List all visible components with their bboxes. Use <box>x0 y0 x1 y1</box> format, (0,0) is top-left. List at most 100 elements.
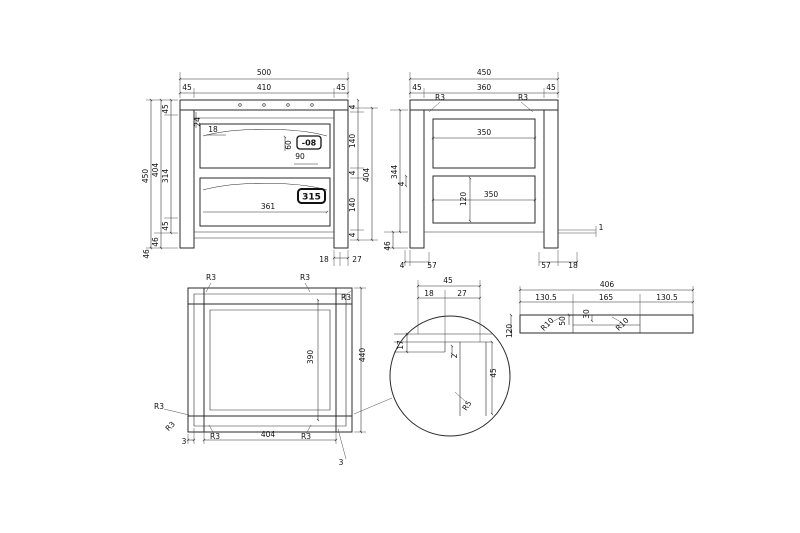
dimension-label: 57 <box>541 261 551 270</box>
dimension-label: 46 <box>142 249 151 259</box>
dimension-label: 130.5 <box>535 293 557 302</box>
top-inner-rect <box>193 293 347 427</box>
dimension-label: 350 <box>484 190 499 199</box>
dimension-label: 4 <box>348 170 357 175</box>
dimension-label: 165 <box>599 293 614 302</box>
front-drawer-top <box>199 123 331 169</box>
dimension-label: 17 <box>396 340 405 350</box>
dimension-label: 1 <box>599 223 604 232</box>
dimension-label: 46 <box>151 237 160 247</box>
dimension-label: R3 <box>300 273 310 282</box>
dimension-label: R3 <box>341 293 351 302</box>
dimension-label: 4 <box>348 104 357 109</box>
dimension-label: 45 <box>412 83 422 92</box>
dimension-label: 90 <box>295 152 305 161</box>
part-number-badge-text: 315 <box>302 193 321 203</box>
dimension-label: 3 <box>182 437 187 446</box>
profile-detail-view <box>509 286 693 335</box>
dimension-label: 30 <box>582 309 591 319</box>
hardware-badge: -08 <box>296 135 322 150</box>
dimension-label: 140 <box>348 198 357 213</box>
hardware-badge-box <box>296 135 322 150</box>
dimension-label: R10 <box>539 316 556 333</box>
detail-section-profile <box>394 333 492 416</box>
dimension-label: 45 <box>443 276 453 285</box>
dimension-label: 344 <box>390 165 399 180</box>
front-view <box>146 72 378 266</box>
dimension-label: 18 <box>208 125 218 134</box>
dimension-label: 4 <box>397 181 406 186</box>
dimension-label: 18 <box>568 261 578 270</box>
side-left-leg <box>409 110 425 249</box>
part-number-badge-box <box>297 188 326 204</box>
dimension-label: R10 <box>614 316 631 333</box>
dimension-label: 140 <box>348 134 357 149</box>
dimension-label: 440 <box>358 348 367 363</box>
front-body-lines <box>194 117 334 239</box>
dimension-label: 404 <box>362 168 371 183</box>
detail-extension-lines <box>417 280 481 403</box>
part-number-badge: 315 <box>297 188 326 204</box>
dim-50-30 <box>569 315 592 325</box>
top-corner-legs <box>187 287 353 433</box>
dimension-label: 18 <box>319 255 329 264</box>
dimension-label: 450 <box>477 68 492 77</box>
dimension-label: R3 <box>435 93 445 102</box>
front-extension-lines <box>146 72 378 266</box>
top-extension-lines <box>163 282 393 460</box>
dimension-label: 404 <box>261 430 276 439</box>
rail-hole <box>262 103 266 107</box>
detail-view <box>389 280 511 437</box>
dimension-label: 120 <box>459 192 468 207</box>
top-view <box>163 282 393 460</box>
front-inner-dims <box>195 112 327 212</box>
side-panel-upper <box>432 118 536 169</box>
dimension-label: 3 <box>339 458 344 467</box>
dimension-label: 45 <box>161 221 170 231</box>
side-view <box>384 72 597 266</box>
dimension-label: 360 <box>477 83 492 92</box>
hardware-badge-text: -08 <box>302 139 317 148</box>
dimension-label: 314 <box>161 169 170 184</box>
dimension-label: 57 <box>427 261 437 270</box>
dimension-label: R3 <box>210 432 220 441</box>
dimension-label: R5 <box>460 399 473 413</box>
front-left-leg <box>179 110 195 249</box>
dimension-label: 50 <box>558 316 567 326</box>
dimension-label: 45 <box>161 104 170 114</box>
dimension-label: 500 <box>257 68 272 77</box>
dimension-label: 2 <box>450 353 459 358</box>
dimension-label: R3 <box>301 432 311 441</box>
rail-hole <box>310 103 314 107</box>
dimension-label: R3 <box>206 273 216 282</box>
top-frame-rect <box>203 303 337 417</box>
dimension-label: 120 <box>505 324 514 339</box>
dimension-label: R3 <box>164 419 178 433</box>
dimension-label: 450 <box>141 169 150 184</box>
dimension-label: 404 <box>151 163 160 178</box>
dimension-label: 46 <box>383 241 392 251</box>
dimension-label: 45 <box>336 83 346 92</box>
dimension-label: 45 <box>546 83 556 92</box>
dimension-label: 4 <box>348 232 357 237</box>
side-right-leg <box>543 110 559 249</box>
dimension-label: 45 <box>489 368 498 378</box>
detail-circle <box>389 315 511 437</box>
dimension-label: 361 <box>261 202 276 211</box>
dimension-label: 27 <box>352 255 362 264</box>
rail-hole <box>238 103 242 107</box>
dimension-label: 24 <box>193 117 202 127</box>
top-innermost-rect <box>209 309 331 411</box>
side-top-rail <box>409 99 559 111</box>
dimension-label: 130.5 <box>656 293 678 302</box>
dimension-label: 350 <box>477 128 492 137</box>
dimension-label: 18 <box>424 289 434 298</box>
dimension-label: 406 <box>600 280 615 289</box>
side-extension-lines <box>384 72 597 266</box>
dimension-label: 45 <box>182 83 192 92</box>
dimension-label: R3 <box>154 402 164 411</box>
front-drawer-top-handle-curve <box>202 128 328 137</box>
dimension-label: 60 <box>284 140 293 150</box>
